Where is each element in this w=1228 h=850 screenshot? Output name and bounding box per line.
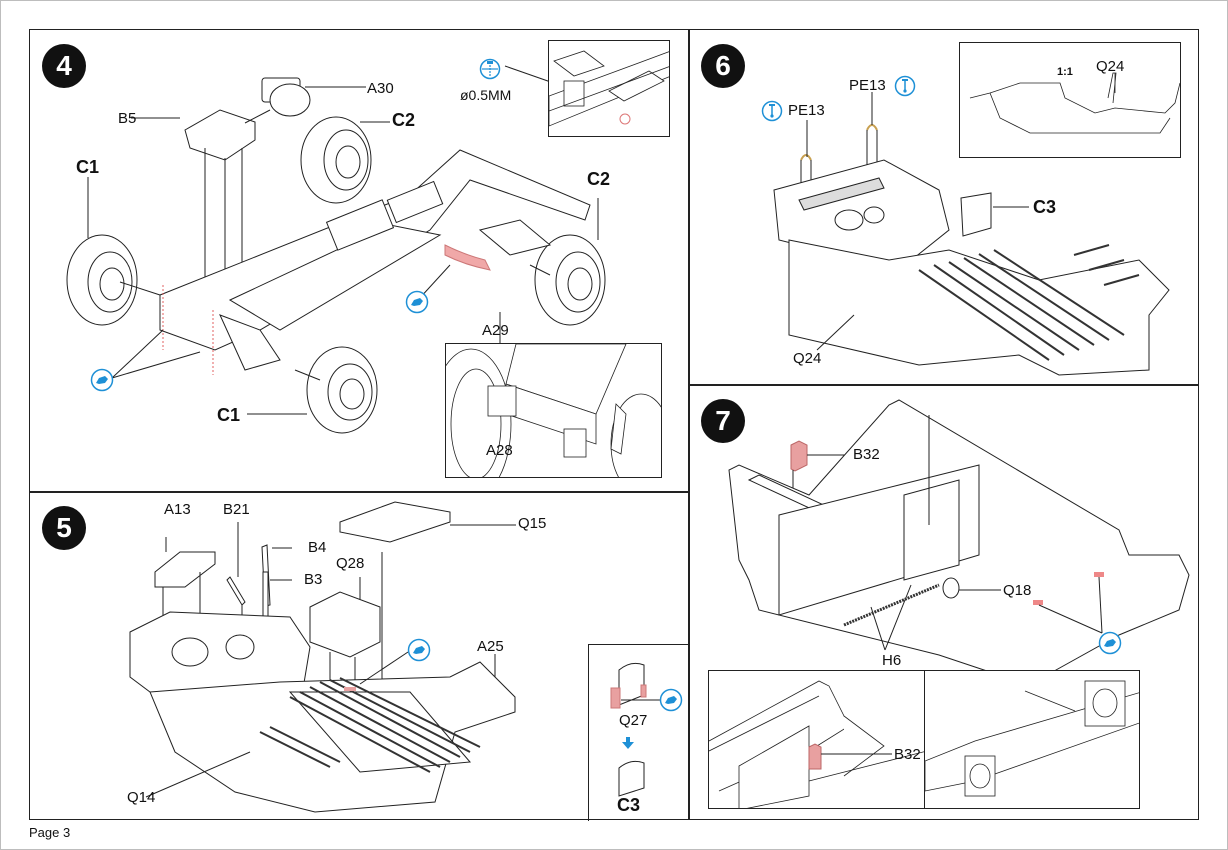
label-b21: B21 (223, 501, 250, 518)
part-a13 (154, 551, 216, 588)
glue-point-highlight (1033, 600, 1043, 605)
step-5-illustration (129, 501, 516, 813)
subpanel-q27-c3: Q27 C3 (588, 644, 689, 821)
label-q14: Q14 (127, 789, 156, 806)
label-b32-inset: B32 (894, 746, 921, 763)
label-c3: C3 (617, 795, 641, 815)
drill-icon (479, 58, 501, 80)
label-a25: A25 (477, 638, 504, 655)
glue-icon (90, 368, 114, 392)
scale-label: 1:1 (1057, 66, 1073, 78)
label-c2-top: C2 (392, 110, 416, 130)
glue-icon (659, 688, 683, 712)
inset-illustration (969, 72, 1180, 134)
detail-inset-b32: B32 (708, 670, 926, 809)
part-c3 (960, 192, 992, 237)
part-q18 (942, 577, 960, 599)
page-number: Page 3 (29, 825, 71, 840)
label-q28: Q28 (336, 555, 365, 572)
part-b21 (226, 576, 246, 606)
detail-inset-q24: 1:1 Q24 (959, 42, 1181, 158)
label-pe13-left: PE13 (788, 102, 825, 119)
inset-illustration (549, 50, 669, 127)
label-b5: B5 (118, 110, 137, 127)
inset-illustration (446, 344, 661, 477)
label-a29: A29 (482, 322, 509, 339)
instruction-frame (29, 29, 1199, 820)
drill-size-label: ø0.5MM (460, 87, 512, 103)
label-h6: H6 (882, 652, 902, 669)
wheel-c1-left (66, 177, 161, 326)
step-4-illustration (66, 65, 626, 451)
label-c1-bottom: C1 (217, 405, 241, 425)
step-7-illustration (728, 399, 1190, 686)
part-pe13-right (866, 124, 878, 131)
arrow-down-icon (622, 737, 634, 749)
glue-icon (1098, 631, 1122, 655)
horizontal-divider-left (30, 491, 689, 493)
inset-illustration (925, 680, 1139, 797)
label-a28: A28 (486, 442, 513, 459)
glue-point-highlight (1094, 572, 1104, 577)
photo-etch-icon (894, 75, 916, 97)
part-b32 (790, 440, 808, 472)
detail-inset-frame (924, 670, 1140, 809)
glue-icon (407, 638, 431, 662)
part-a30 (244, 77, 366, 124)
step-4-panel: 4 (30, 30, 688, 491)
wheel-c2-top (300, 116, 390, 204)
step-number: 5 (42, 506, 86, 550)
chassis-frame (159, 149, 591, 371)
part-q28 (309, 591, 381, 658)
label-c1-left: C1 (76, 157, 100, 177)
exhaust-highlight (444, 244, 491, 271)
label-q24: Q24 (793, 350, 822, 367)
vertical-divider (688, 30, 690, 820)
part-q15 (339, 501, 451, 543)
part-pe13-left (800, 154, 812, 161)
part-b32-inset (808, 743, 822, 770)
q27-illustration (610, 662, 661, 797)
detail-inset-drill (548, 40, 670, 137)
label-c2-right: C2 (587, 169, 611, 189)
step-number: 6 (701, 44, 745, 88)
label-q27: Q27 (619, 712, 648, 729)
label-a30: A30 (367, 80, 394, 97)
photo-etch-icon (761, 100, 783, 122)
label-q24-inset: Q24 (1096, 58, 1125, 75)
label-c3: C3 (1033, 197, 1057, 217)
label-a13: A13 (164, 501, 191, 518)
glue-icon (405, 290, 429, 314)
label-b32: B32 (853, 446, 880, 463)
label-pe13-right: PE13 (849, 77, 886, 94)
step-7-panel: 7 B32 Q18 H6 (689, 385, 1199, 820)
step-number: 7 (701, 399, 745, 443)
step-5-panel: 5 (30, 492, 689, 821)
label-q15: Q15 (518, 515, 547, 532)
label-b3: B3 (304, 571, 323, 588)
inset-illustration (709, 680, 925, 808)
horizontal-divider-right (689, 384, 1199, 386)
step-number: 4 (42, 44, 86, 88)
step-6-illustration (773, 92, 1170, 376)
label-b4: B4 (308, 539, 327, 556)
wheel-c1-bottom (247, 346, 378, 434)
step-6-panel: 6 (689, 30, 1199, 384)
detail-inset-a28-a29 (445, 343, 662, 478)
wheel-c2-right (529, 198, 606, 326)
label-q18: Q18 (1003, 582, 1032, 599)
